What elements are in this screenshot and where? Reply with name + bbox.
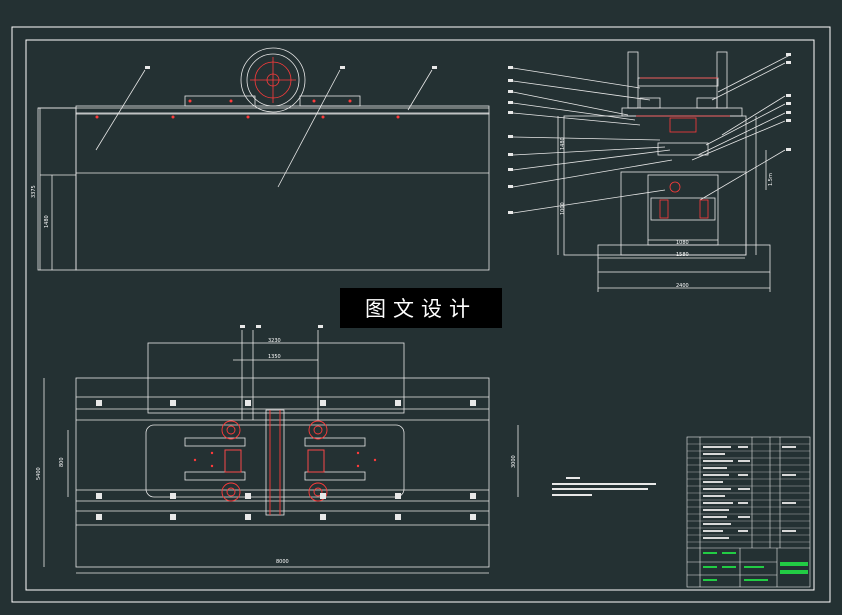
- dim-side-height-upper: 1480: [560, 137, 566, 150]
- plan-dots: [193, 451, 377, 468]
- watermark-banner: 图文设计: [340, 288, 502, 328]
- dim-plan-height-right: 3000: [511, 455, 517, 468]
- front-tags: [145, 66, 437, 69]
- title-block-green-labels: [703, 552, 808, 581]
- front-wheel-outer: [240, 47, 306, 113]
- front-bolt-marks: [95, 99, 400, 119]
- title-block-text-bars: [703, 446, 796, 539]
- dim-front-height-total: 3375: [31, 185, 37, 198]
- side-view: [512, 51, 791, 292]
- inner-frame: [25, 39, 815, 591]
- dim-side-width-outer: 2400: [676, 283, 689, 289]
- dim-side-right-label: 1.5m: [768, 173, 774, 186]
- dim-plan-width-inner: 1350: [268, 354, 281, 360]
- dim-plan-height-left: 5400: [36, 467, 42, 480]
- plan-rail-bolts: [96, 400, 476, 520]
- front-view: [37, 47, 490, 271]
- dim-side-width-inner: 1080: [676, 240, 689, 246]
- dim-front-height-lower: 1480: [44, 215, 50, 228]
- side-red-parts: [636, 77, 730, 219]
- plan-tags: [240, 325, 323, 328]
- dim-plan-width-top: 3230: [268, 338, 281, 344]
- side-tags: [508, 53, 791, 214]
- dim-side-height-lower: 1000: [560, 202, 566, 215]
- dim-side-width-mid: 1580: [676, 252, 689, 258]
- dim-plan-length-bottom: 8000: [276, 559, 289, 565]
- plan-wheels: [221, 410, 328, 515]
- plan-view: [43, 330, 519, 574]
- technical-notes: [552, 477, 656, 496]
- title-block: [686, 436, 811, 588]
- title-block-rows: [687, 443, 810, 543]
- outer-frame: [11, 26, 831, 603]
- dim-plan-height-inner: 800: [59, 457, 65, 467]
